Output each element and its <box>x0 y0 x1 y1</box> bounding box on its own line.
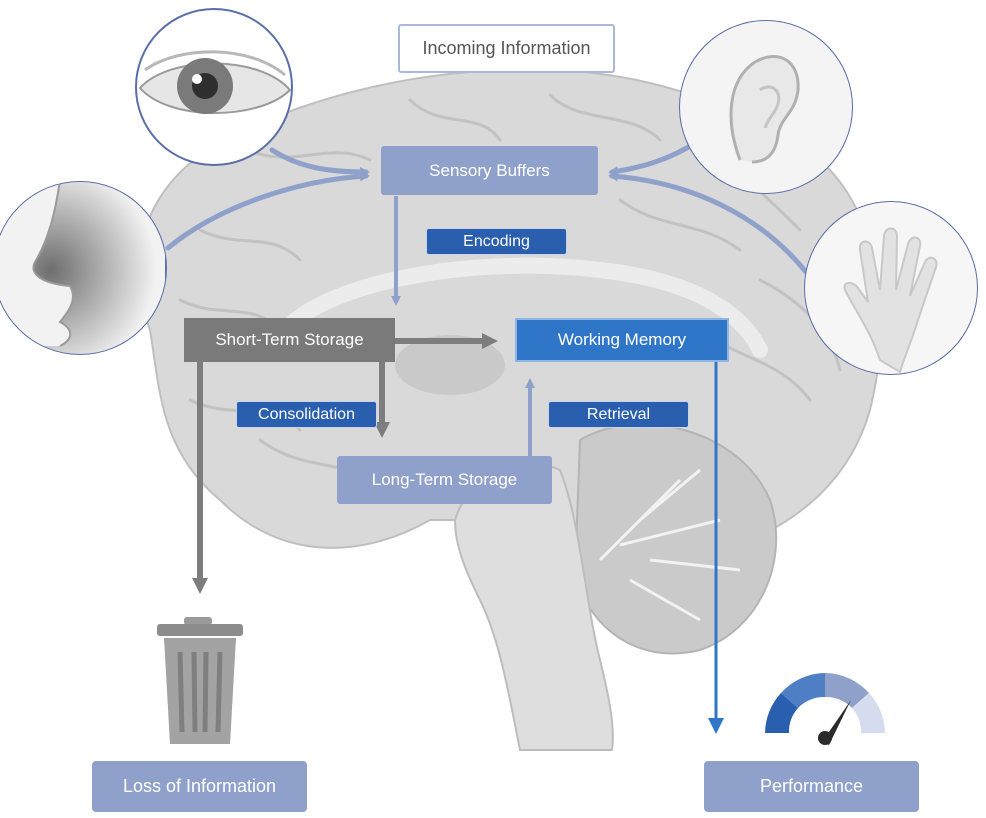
ventricle-shape <box>395 335 505 395</box>
performance-box: Performance <box>704 761 919 812</box>
long-term-storage-box: Long-Term Storage <box>337 456 552 504</box>
sensory-buffers-box: Sensory Buffers <box>381 146 598 195</box>
cerebellum-shape <box>573 423 778 655</box>
corpus-callosum <box>277 257 768 358</box>
working-memory-box: Working Memory <box>515 318 729 362</box>
short-term-storage-box: Short-Term Storage <box>184 318 395 362</box>
gauge-icon <box>765 673 885 745</box>
nose-arrow <box>165 171 370 251</box>
hand-arrow <box>608 171 809 275</box>
brain-illustration <box>137 68 882 751</box>
retrieval-label: Retrieval <box>548 401 689 428</box>
loss-of-information-box: Loss of Information <box>92 761 307 812</box>
trash-can-icon <box>157 617 243 744</box>
encoding-label: Encoding <box>426 228 567 255</box>
incoming-information-label: Incoming Information <box>398 24 615 73</box>
hand-icon <box>804 201 978 375</box>
eye-arrow <box>269 147 370 177</box>
gray-arrows <box>192 333 498 594</box>
consolidation-label: Consolidation <box>236 401 377 428</box>
eye-icon <box>135 8 293 166</box>
cerebellum-branches <box>598 468 741 622</box>
ear-icon <box>679 20 853 194</box>
sense-arrows <box>165 137 809 275</box>
nose-icon <box>0 181 167 355</box>
